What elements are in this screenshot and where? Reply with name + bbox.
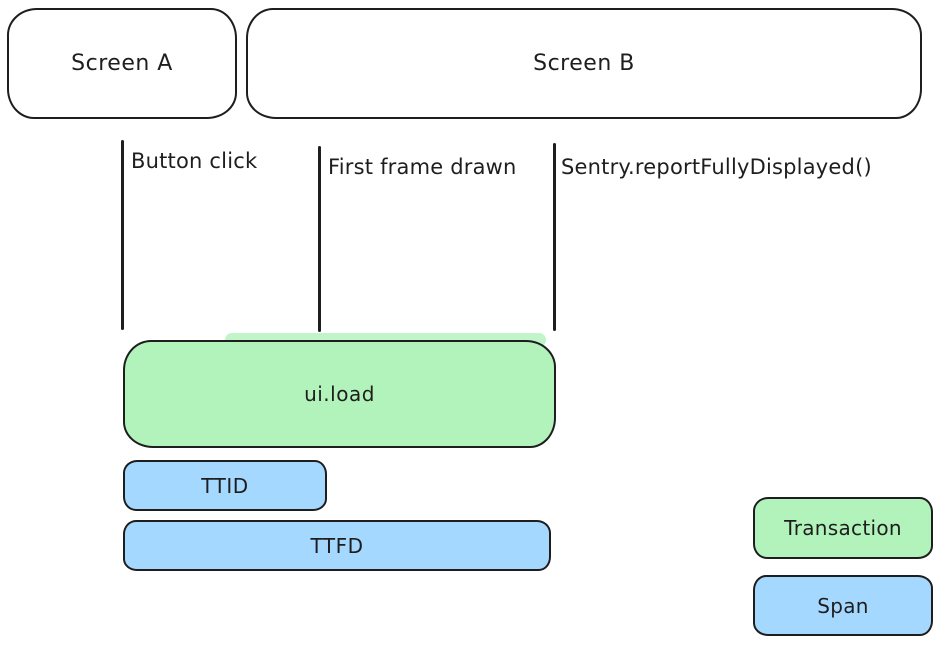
ui-load-label: ui.load (304, 382, 375, 406)
marker-label-first-frame-drawn: First frame drawn (328, 155, 517, 179)
ttfd-label: TTFD (310, 533, 364, 558)
screen-b-box: Screen B (246, 8, 922, 119)
legend-transaction-swatch: Transaction (753, 497, 933, 559)
marker-line-report-fully-displayed (553, 143, 556, 331)
legend-span-label: Span (817, 593, 869, 618)
legend-span-swatch: Span (753, 575, 933, 636)
ttfd-span-bar: TTFD (123, 520, 551, 571)
ttid-label: TTID (201, 473, 249, 498)
marker-label-report-fully-displayed: Sentry.reportFullyDisplayed() (561, 155, 872, 179)
screen-a-label: Screen A (71, 51, 173, 76)
ui-load-transaction-bar: ui.load (123, 333, 556, 448)
marker-line-first-frame-drawn (318, 146, 321, 332)
ttid-span-bar: TTID (123, 460, 327, 511)
marker-line-button-click (121, 140, 124, 330)
marker-label-button-click: Button click (131, 149, 258, 173)
screen-b-label: Screen B (533, 51, 635, 76)
screen-a-box: Screen A (7, 8, 237, 119)
legend-transaction-label: Transaction (784, 516, 902, 540)
